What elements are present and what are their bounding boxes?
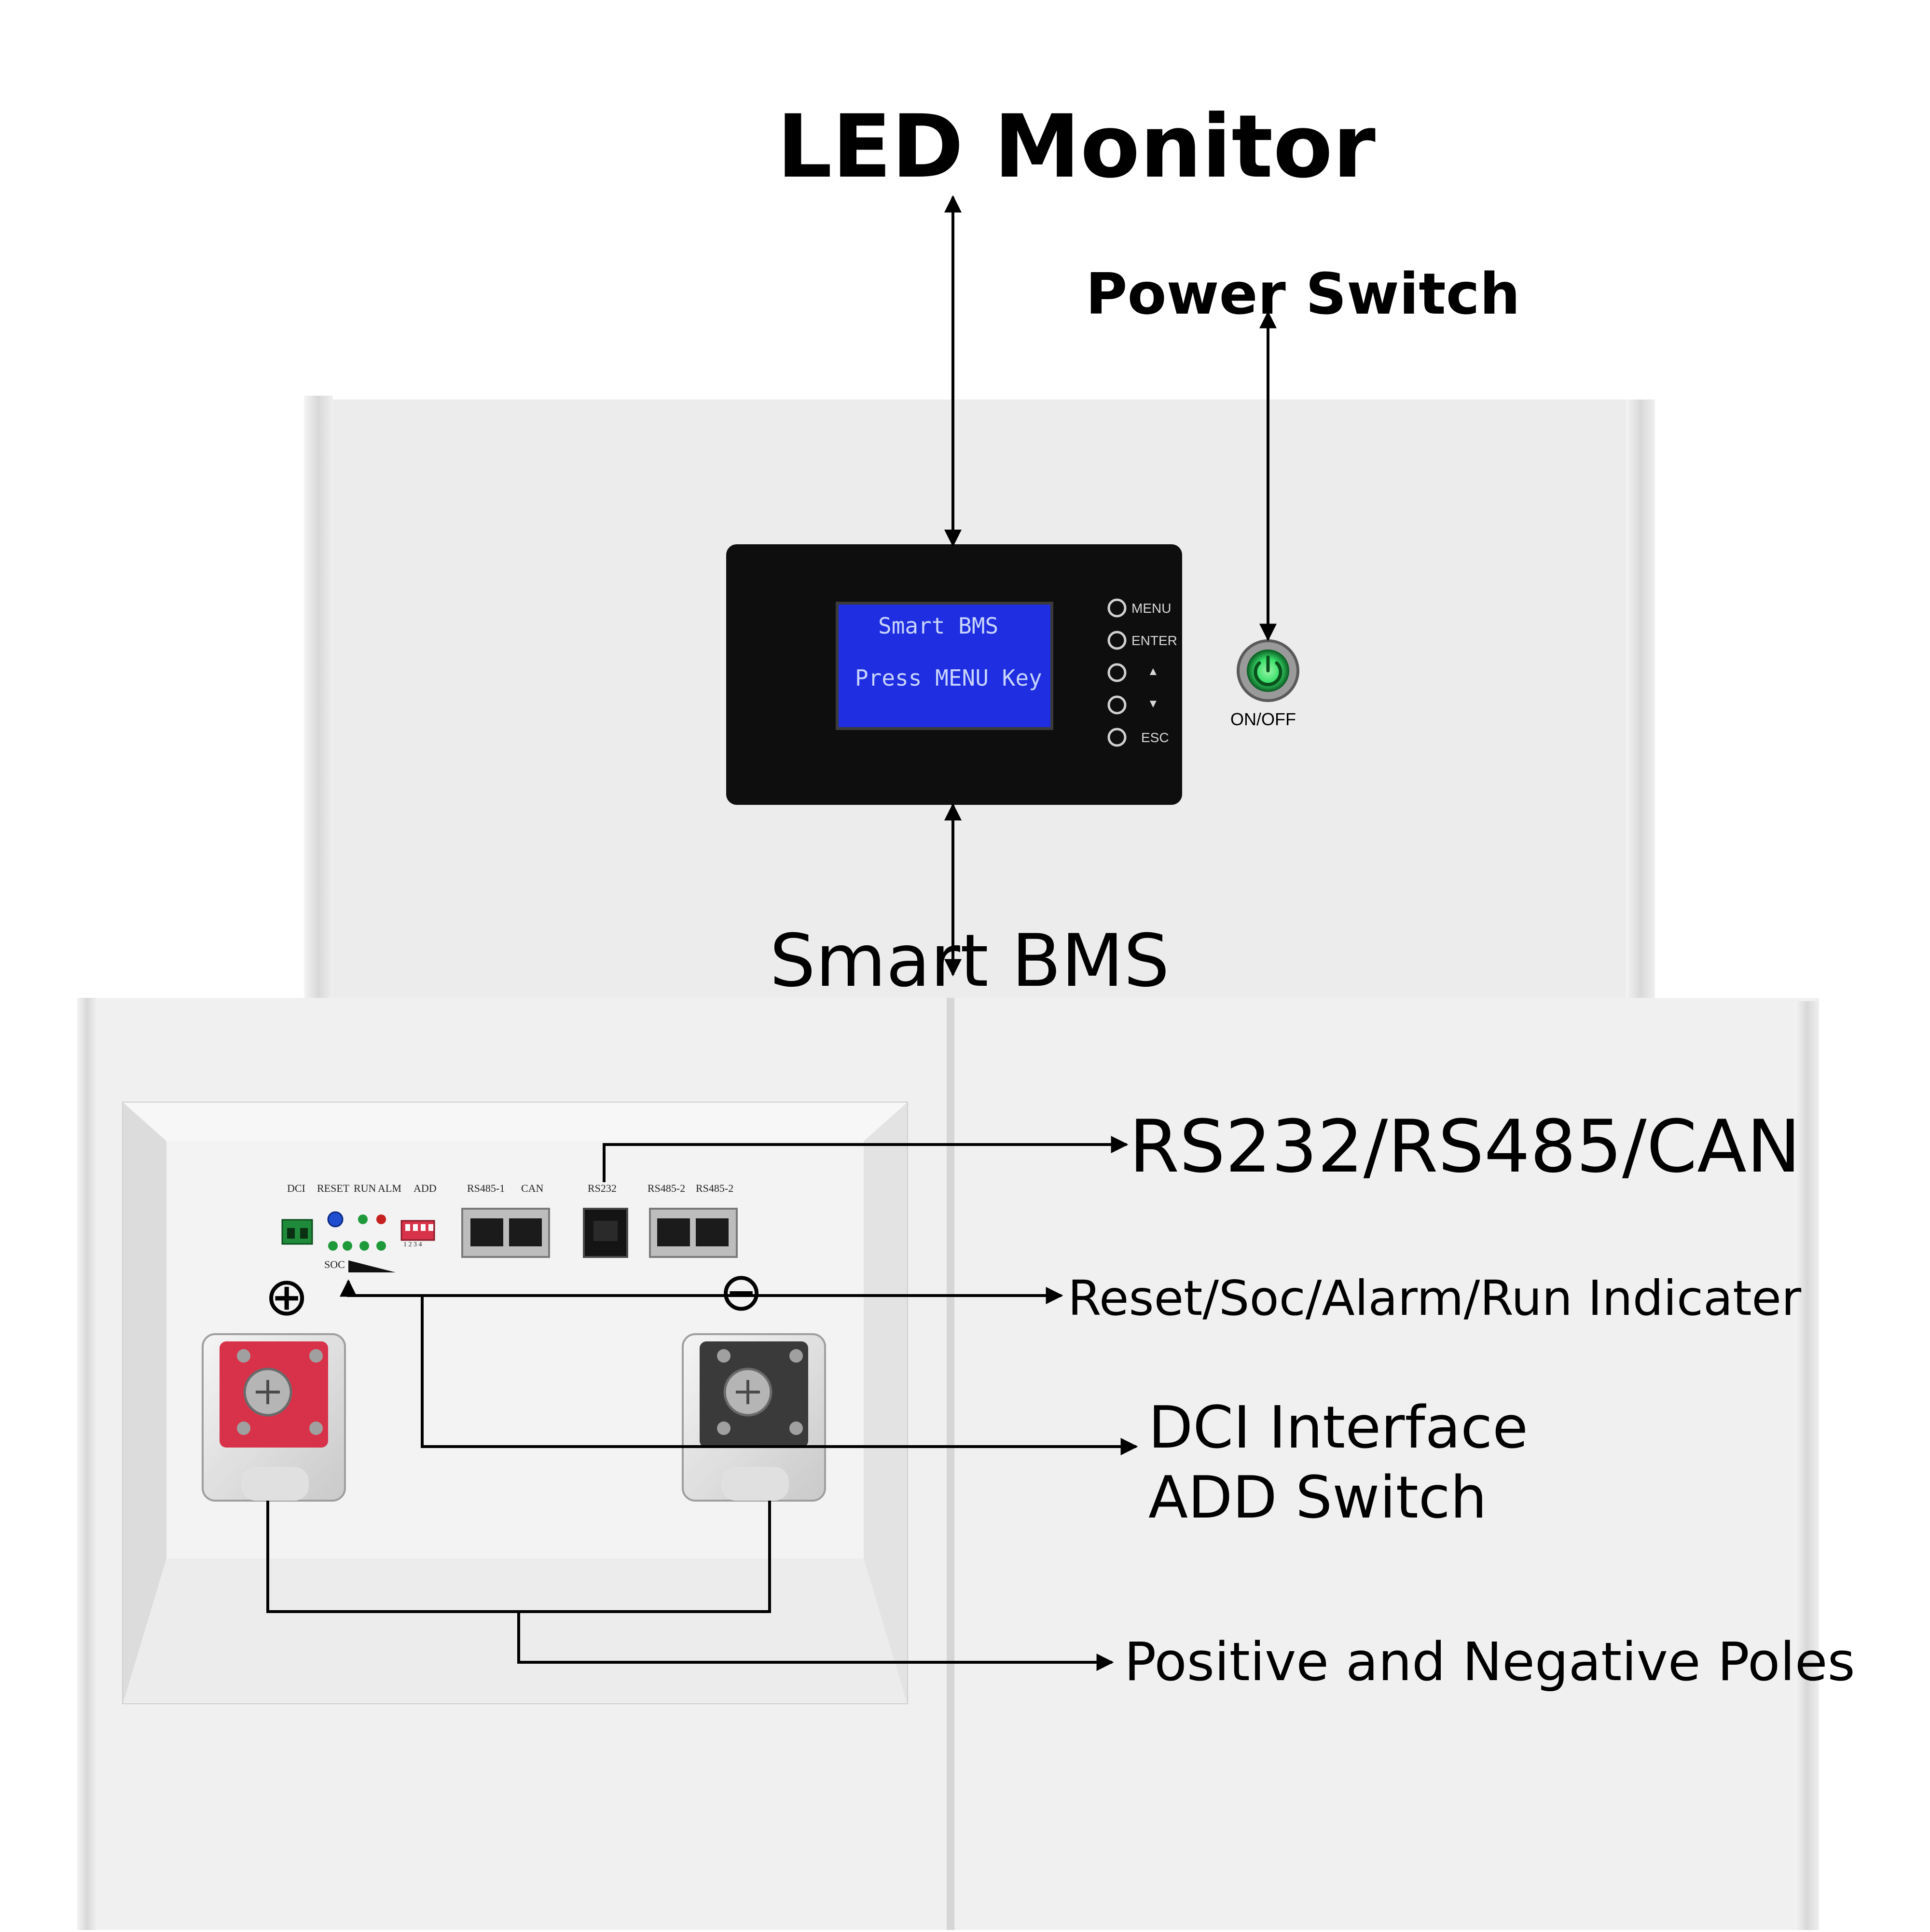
rs485-2b-port-label: RS485-2 bbox=[696, 1182, 734, 1194]
run-led bbox=[358, 1214, 368, 1224]
soc-led-2 bbox=[343, 1241, 352, 1251]
rs485-1-can-ports[interactable] bbox=[461, 1208, 550, 1258]
dci-interface-label: DCI Interface bbox=[1148, 1394, 1528, 1462]
negative-terminal[interactable] bbox=[682, 1333, 826, 1502]
comm-ports-arrow bbox=[603, 1136, 1129, 1182]
rs485-2-ports[interactable] bbox=[649, 1208, 738, 1258]
lcd-line-1: Smart BMS bbox=[878, 613, 999, 639]
comm-ports-label: RS232/RS485/CAN bbox=[1129, 1105, 1801, 1189]
battery-cabinet bbox=[77, 998, 1819, 1930]
soc-led-4 bbox=[376, 1241, 386, 1251]
up-button[interactable] bbox=[1107, 663, 1127, 682]
enter-button[interactable] bbox=[1107, 631, 1127, 650]
menu-button-label: MENU bbox=[1131, 601, 1172, 616]
bms-left-edge bbox=[304, 396, 333, 998]
run-port-label: RUN bbox=[354, 1182, 376, 1194]
positive-terminal[interactable] bbox=[202, 1333, 346, 1502]
bms-right-edge bbox=[1626, 400, 1655, 998]
power-switch-label: Power Switch bbox=[1086, 261, 1520, 327]
battery-right-edge bbox=[1795, 1001, 1819, 1930]
battery-left-edge bbox=[77, 998, 96, 1930]
indicators-label: Reset/Soc/Alarm/Run Indicater bbox=[1068, 1270, 1802, 1326]
lcd-screen bbox=[836, 602, 1053, 730]
alm-led bbox=[376, 1214, 386, 1224]
soc-label: SOC bbox=[324, 1258, 345, 1270]
down-button-icon: ▼ bbox=[1147, 697, 1159, 710]
esc-button[interactable] bbox=[1107, 728, 1127, 747]
esc-button-label: ESC bbox=[1141, 730, 1169, 745]
smart-bms-label: Smart BMS bbox=[770, 919, 1170, 1003]
up-button-icon: ▲ bbox=[1147, 665, 1159, 678]
poles-label: Positive and Negative Poles bbox=[1124, 1631, 1855, 1693]
dci-add-arrow bbox=[421, 1296, 1138, 1455]
bms-cabinet bbox=[304, 396, 1655, 998]
alm-port-label: ALM bbox=[378, 1182, 401, 1194]
reset-button[interactable] bbox=[327, 1211, 344, 1228]
soc-wedge-icon bbox=[348, 1260, 396, 1272]
negative-pole-icon: ⊖ bbox=[719, 1261, 764, 1323]
rs485-2a-port-label: RS485-2 bbox=[648, 1182, 686, 1194]
led-monitor-label: LED Monitor bbox=[777, 97, 1376, 197]
callout-arrows bbox=[266, 195, 1277, 1671]
rs485-1-port-label: RS485-1 bbox=[467, 1182, 505, 1194]
enter-button-label: ENTER bbox=[1131, 633, 1177, 648]
dci-port-label: DCI bbox=[287, 1182, 305, 1194]
positive-pole-icon: ⊕ bbox=[264, 1266, 309, 1327]
add-switch-numbers: 1 2 3 4 bbox=[403, 1241, 422, 1248]
rs232-port-label: RS232 bbox=[588, 1182, 617, 1194]
menu-button[interactable] bbox=[1107, 598, 1127, 618]
power-button-label: ON/OFF bbox=[1230, 709, 1296, 729]
battery-center-seam bbox=[947, 998, 954, 1930]
soc-led-3 bbox=[359, 1241, 369, 1251]
poles-arrow bbox=[517, 1612, 1114, 1671]
soc-led-1 bbox=[328, 1241, 338, 1251]
power-button[interactable] bbox=[1237, 639, 1299, 702]
lcd-line-2: Press MENU Key bbox=[855, 665, 1042, 691]
indicators-arrow bbox=[340, 1279, 1063, 1304]
add-port-label: ADD bbox=[414, 1182, 437, 1194]
reset-port-label: RESET bbox=[317, 1182, 350, 1194]
can-port-label: CAN bbox=[521, 1182, 544, 1194]
down-button[interactable] bbox=[1107, 695, 1127, 715]
add-switch-label: ADD Switch bbox=[1148, 1464, 1487, 1532]
